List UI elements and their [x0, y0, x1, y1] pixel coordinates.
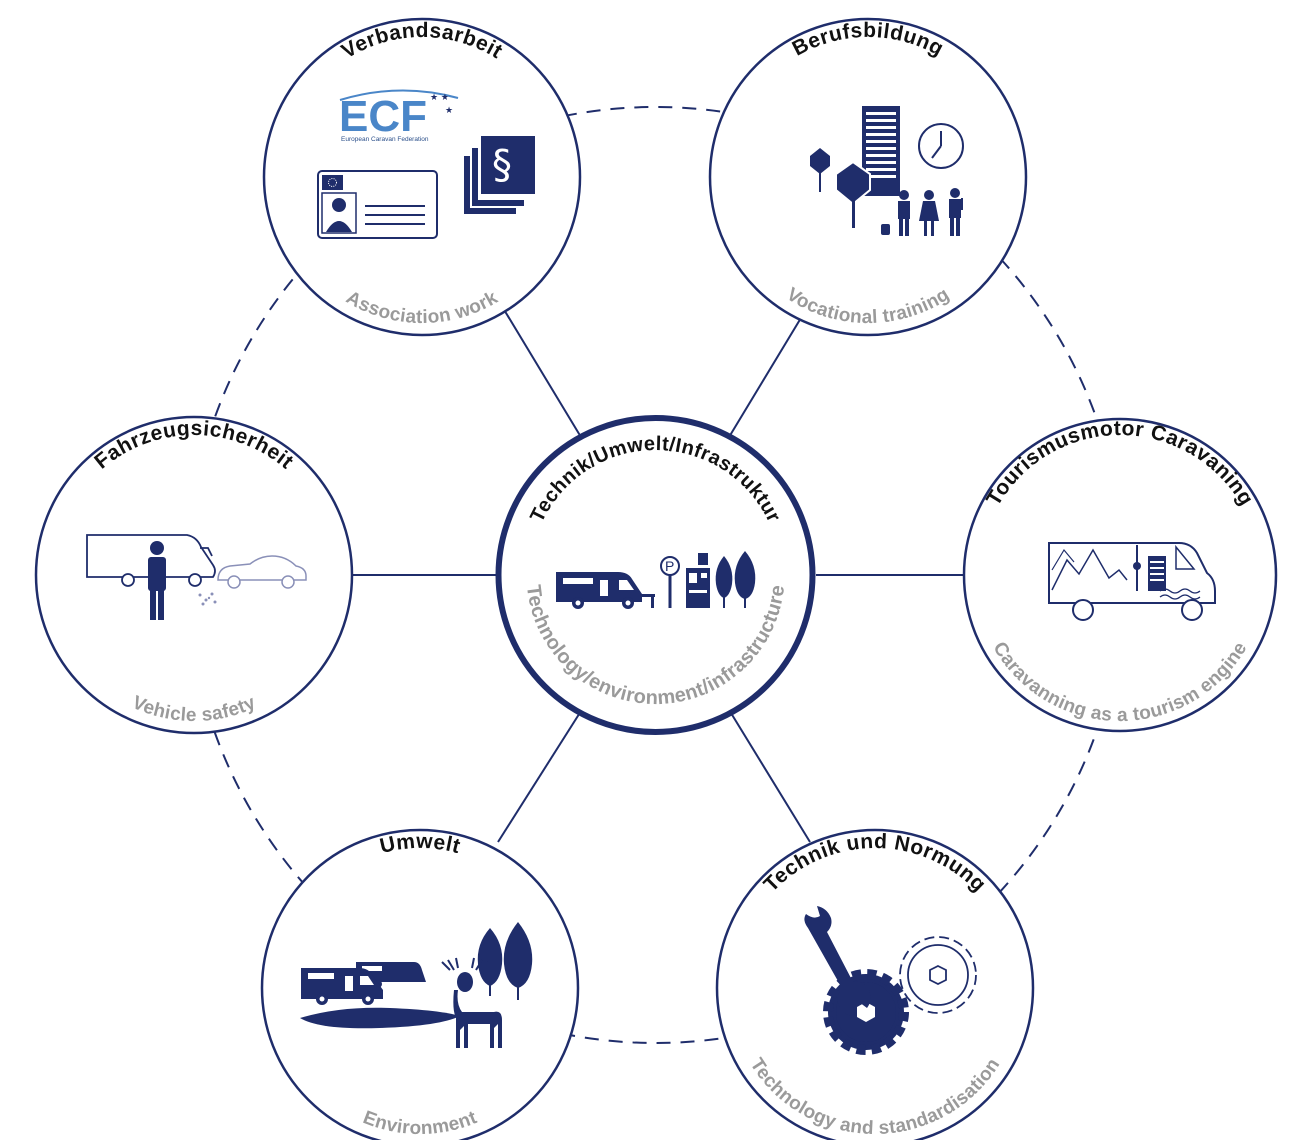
paragraph-documents-icon: § [464, 136, 535, 214]
parking-sign-icon: P [660, 556, 680, 608]
person-icon [148, 541, 166, 620]
node-environment: Umwelt Environment [260, 828, 580, 1140]
spoke-environment [497, 699, 589, 843]
node-training: Berufsbildung Vocational training [708, 17, 1028, 337]
node-circle [260, 828, 580, 1140]
caravans-icon [301, 962, 426, 1005]
spoke-association [499, 302, 591, 453]
gear-icon [899, 936, 977, 1014]
node-safety: Fahrzeugsicherheit Vehicle safety [34, 415, 354, 735]
center-hub: Technik/Umwelt/Infrastruktur Technology/… [495, 415, 816, 735]
spokes [340, 302, 968, 843]
car-icon [217, 555, 307, 589]
svg-text:★: ★ [445, 106, 453, 116]
spoke-training [719, 302, 811, 453]
motorhome-icon [556, 572, 655, 609]
wrench-icon [804, 906, 871, 1016]
motorhome-crash-icon [86, 534, 216, 587]
node-technology: Technik und Normung Technology and stand… [715, 828, 1035, 1140]
deer-icon [441, 957, 502, 1048]
service-station-icon [686, 553, 710, 608]
center-circle [495, 415, 816, 735]
trees-icon [715, 551, 756, 608]
center-icons: P [556, 551, 756, 609]
node-tourism: Tourismusmotor Caravaning Caravanning as… [962, 417, 1278, 733]
svg-text:P: P [665, 558, 674, 574]
lake-shape [300, 1007, 460, 1029]
trees-icon [810, 148, 871, 228]
spoke-technology [722, 699, 811, 843]
ecf-logo: ECF European Caravan Federation ★ ★ ★ [339, 89, 459, 143]
people-icon [881, 188, 963, 236]
node-association: Verbandsarbeit Association work ECF Euro… [262, 17, 582, 337]
ecf-logo-text: ECF [339, 92, 427, 141]
filled-gear-icon [823, 969, 909, 1055]
crash-debris [198, 592, 217, 606]
svg-text:★ ★: ★ ★ [430, 93, 449, 103]
svg-text:§: § [492, 142, 512, 188]
van-landscape-icon [1048, 542, 1216, 621]
id-card-icon [317, 170, 438, 239]
trees-icon [477, 922, 533, 1000]
node-circle [962, 417, 1278, 733]
clock-icon [918, 123, 964, 169]
ecf-logo-tagline: European Caravan Federation [341, 136, 429, 143]
